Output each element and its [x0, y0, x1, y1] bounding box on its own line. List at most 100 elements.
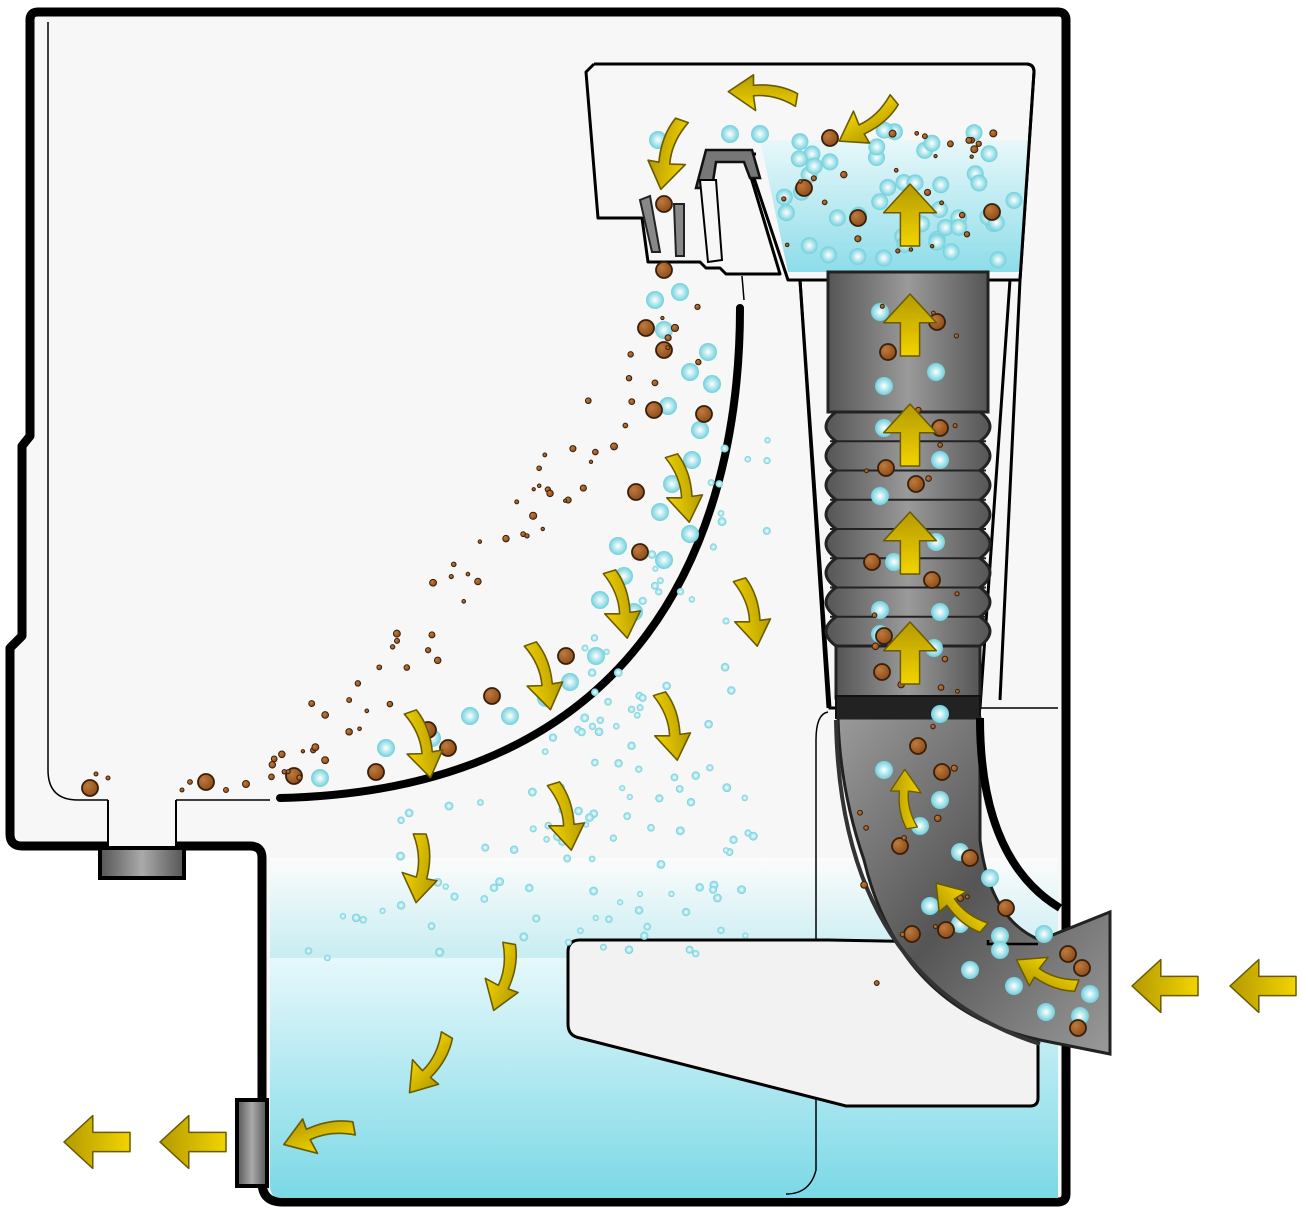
dirt-particle — [941, 655, 949, 663]
flow-arrow — [838, 94, 900, 144]
dirt-particles — [81, 129, 1091, 1037]
dirt-particle — [879, 303, 885, 309]
dirt-particle — [631, 543, 649, 561]
water-droplet — [659, 397, 677, 415]
water-droplet — [762, 526, 771, 535]
water-droplet — [875, 377, 893, 395]
dirt-particle — [357, 726, 362, 732]
dirt-particle — [542, 452, 548, 458]
water-droplet — [875, 761, 893, 779]
water-droplet — [627, 741, 636, 751]
dirt-particle — [627, 351, 634, 358]
deflector-inner-line — [741, 275, 745, 301]
dirt-particle — [953, 333, 960, 339]
flow-arrow — [882, 183, 938, 247]
dirt-particle — [854, 235, 862, 243]
water-droplet — [980, 145, 998, 163]
dirt-particle — [278, 750, 286, 759]
dirt-particle — [502, 534, 510, 543]
water-droplet — [950, 218, 968, 236]
water-droplet — [427, 922, 436, 930]
dirt-particle — [997, 899, 1015, 917]
water-droplet — [931, 603, 949, 621]
flow-arrows — [63, 74, 1297, 1170]
water-droplet — [932, 176, 950, 194]
water-droplet — [961, 961, 979, 979]
water-droplet — [646, 291, 664, 309]
dirt-particle — [969, 154, 974, 159]
water-droplet — [1081, 985, 1099, 1003]
water-droplet — [638, 596, 647, 606]
flow-arrow — [523, 641, 564, 711]
dirt-particle — [810, 175, 817, 182]
water-droplet — [638, 694, 647, 702]
water-droplet — [563, 854, 572, 863]
water-droplet — [868, 138, 886, 156]
water-droplet — [643, 922, 652, 931]
water-droplet — [442, 883, 449, 890]
water-droplet — [931, 201, 949, 219]
dirt-particle — [655, 341, 673, 359]
dirt-particle — [821, 129, 839, 147]
water-droplet — [647, 550, 657, 559]
water-droplet — [715, 480, 723, 488]
water-droplet — [527, 787, 537, 797]
water-droplet — [339, 913, 347, 920]
water-droplet — [871, 487, 889, 505]
water-droplet — [613, 668, 623, 678]
water-droplet — [1037, 1003, 1055, 1021]
dirt-particle — [932, 923, 939, 930]
water-droplet — [879, 178, 897, 196]
dirt-particle — [1059, 945, 1077, 963]
dirt-particle — [983, 203, 1001, 221]
water-droplet — [377, 739, 395, 757]
water-droplet — [657, 577, 664, 584]
water-droplet — [875, 121, 893, 139]
dirt-particle — [270, 755, 278, 763]
water-droplet — [699, 343, 717, 361]
dirt-particle — [1069, 1019, 1087, 1037]
dirt-particle — [873, 980, 880, 986]
dirt-particle — [781, 196, 787, 202]
dirt-particle — [197, 773, 215, 791]
water-droplet — [656, 859, 666, 869]
dirt-particle — [651, 379, 659, 387]
dirt-particle — [433, 656, 442, 665]
water-droplet — [489, 883, 499, 892]
water-droplet — [444, 801, 454, 811]
dirt-particle — [934, 814, 942, 823]
water-droplet — [617, 899, 624, 906]
water-droplet — [751, 125, 769, 143]
water-droplet — [614, 759, 623, 768]
flow-arrow — [546, 781, 586, 851]
water-droplet — [525, 883, 534, 893]
water-droplet — [821, 153, 839, 171]
water-droplet — [588, 722, 597, 731]
dirt-particle — [931, 310, 936, 316]
dirt-particle — [536, 465, 542, 472]
dirt-particle — [477, 539, 483, 544]
dirt-particle — [784, 242, 790, 248]
dirt-particle — [939, 200, 945, 206]
separator-baffle — [638, 148, 762, 264]
water-droplet — [849, 248, 867, 266]
dirt-particle — [645, 401, 663, 419]
dirt-particle — [592, 448, 599, 456]
water-droplet — [634, 905, 644, 915]
water-droplet — [650, 581, 659, 590]
dirt-particle — [531, 487, 536, 492]
water-droplet — [590, 634, 599, 642]
dirt-particle — [694, 303, 701, 311]
water-droplet — [591, 758, 599, 767]
water-droplet — [477, 799, 484, 806]
water-droplet — [324, 954, 331, 962]
dirt-particle — [242, 780, 250, 788]
dirt-particle — [223, 787, 229, 793]
dirt-particle — [483, 687, 501, 705]
dirt-particle — [296, 774, 303, 781]
dirt-particle — [958, 211, 966, 219]
dirt-particle — [428, 631, 436, 639]
dirt-particle — [849, 209, 867, 227]
water-droplet — [501, 707, 519, 725]
